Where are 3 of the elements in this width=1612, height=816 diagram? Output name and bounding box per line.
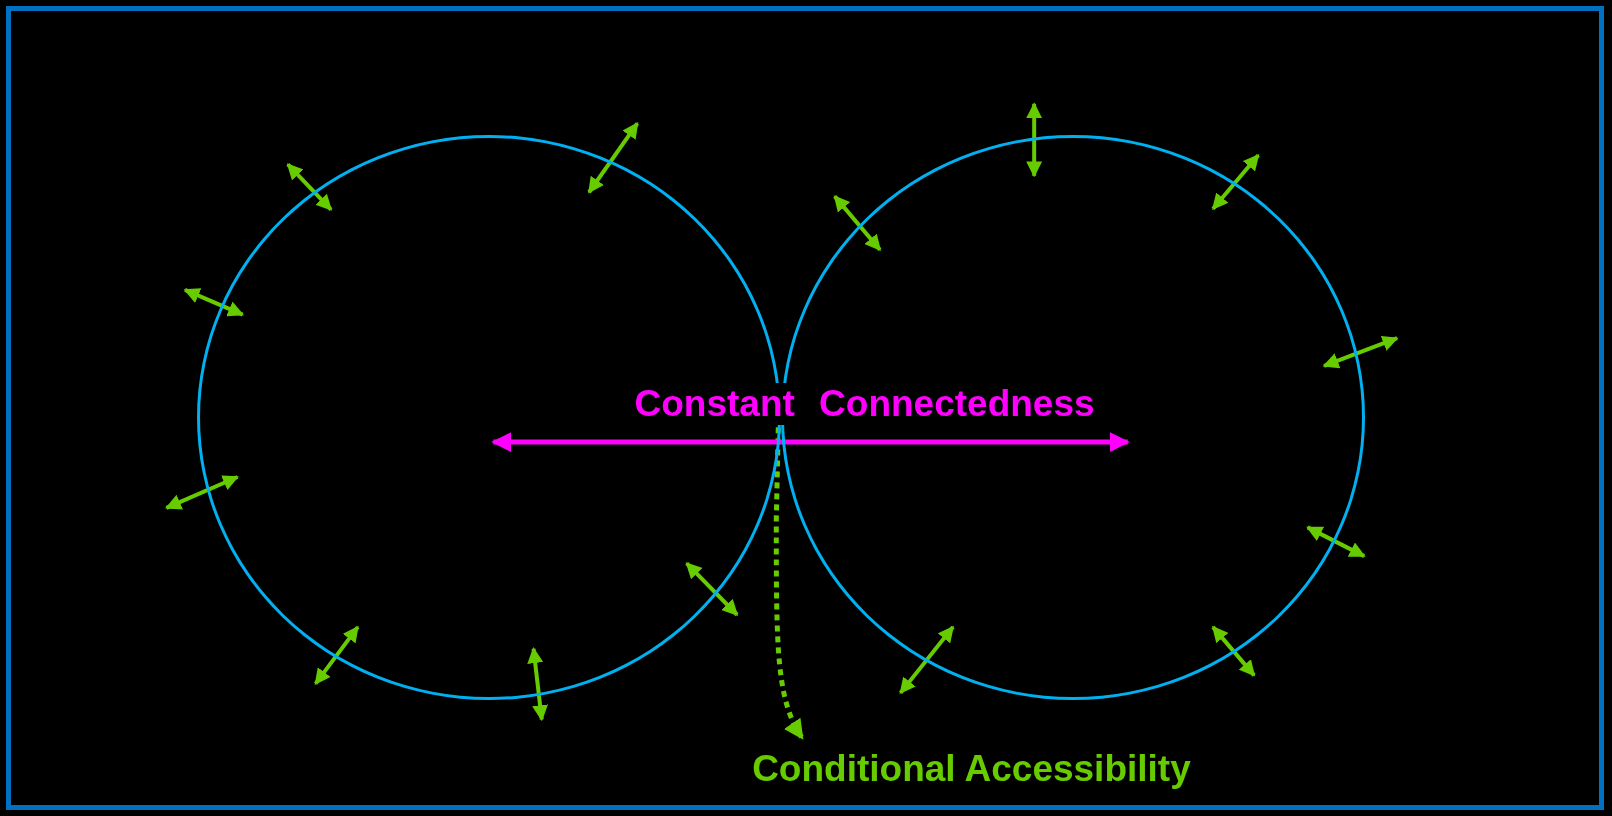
caption-text: Conditional Accessibility	[752, 747, 1191, 790]
arrow	[773, 427, 805, 740]
arrow	[491, 432, 1130, 453]
